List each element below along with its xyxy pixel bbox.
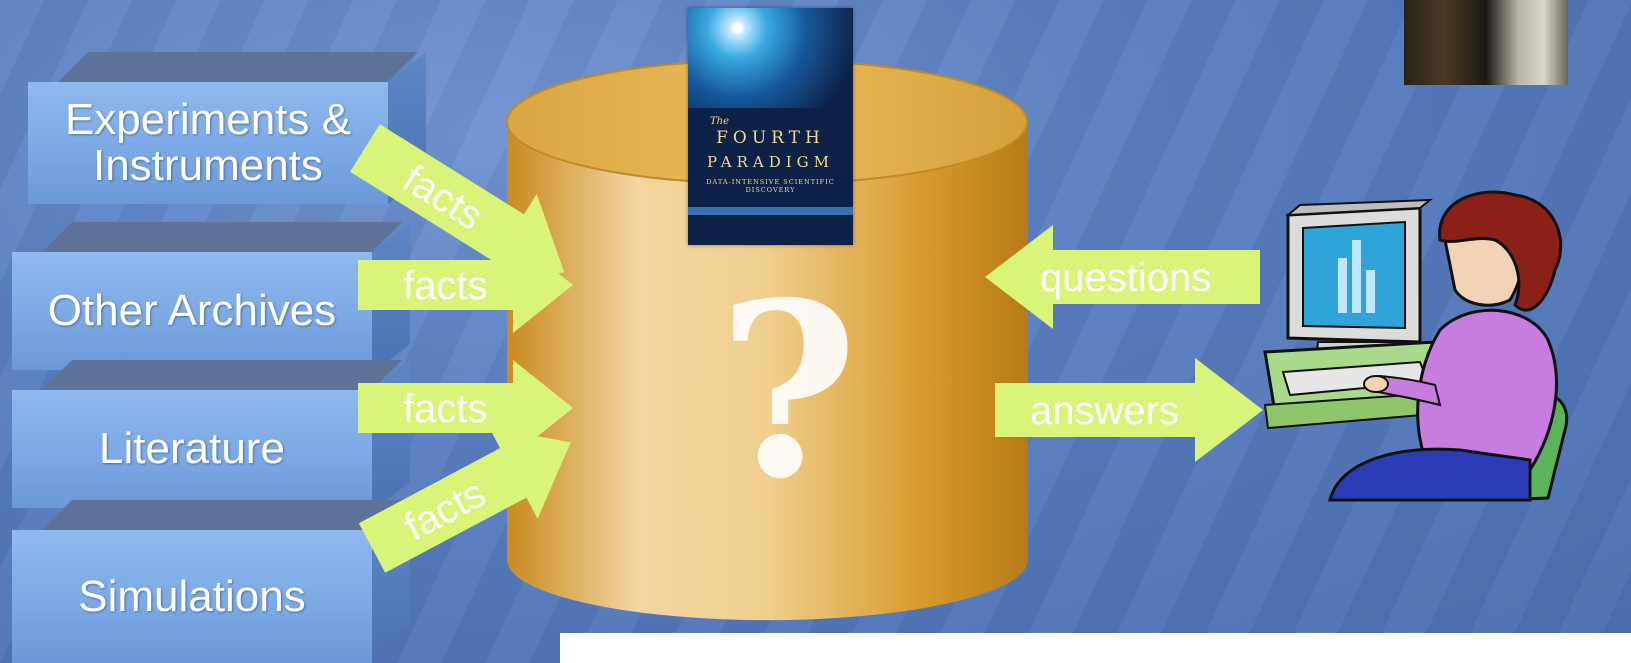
book-cover-image: The FOURTH PARADIGM DATA-INTENSIVE SCIEN…	[688, 8, 853, 245]
source-label-literature: Literature	[12, 390, 372, 508]
book-subtitle: DATA-INTENSIVE SCIENTIFIC DISCOVERY	[706, 178, 835, 194]
caption-strip	[560, 633, 1631, 663]
book-cover-art	[688, 8, 853, 108]
book-title-prefix: The	[710, 116, 730, 127]
source-label-experiments: Experiments & Instruments	[28, 82, 388, 204]
questions-arrow-label: questions	[1040, 256, 1211, 300]
user-at-computer-icon	[1263, 190, 1569, 502]
source-label-simulations: Simulations	[12, 530, 372, 663]
answers-arrow-label: answers	[1030, 389, 1179, 433]
book-title-line1: FOURTH	[716, 128, 825, 148]
book-editor-band	[688, 207, 853, 215]
source-label-other-archives: Other Archives	[12, 252, 372, 370]
answers-arrow: answers	[995, 358, 1263, 462]
facts-arrow-2-label: facts	[403, 264, 487, 308]
facts-arrow-3: facts	[358, 360, 573, 456]
questions-arrow: questions	[985, 225, 1260, 329]
facts-arrow-2: facts	[358, 237, 573, 333]
book-title-line2: PARADIGM	[707, 153, 834, 171]
question-mark-symbol: ?	[718, 250, 859, 532]
facts-arrow-3-label: facts	[403, 387, 487, 431]
speaker-video-thumbnail	[1404, 0, 1568, 85]
